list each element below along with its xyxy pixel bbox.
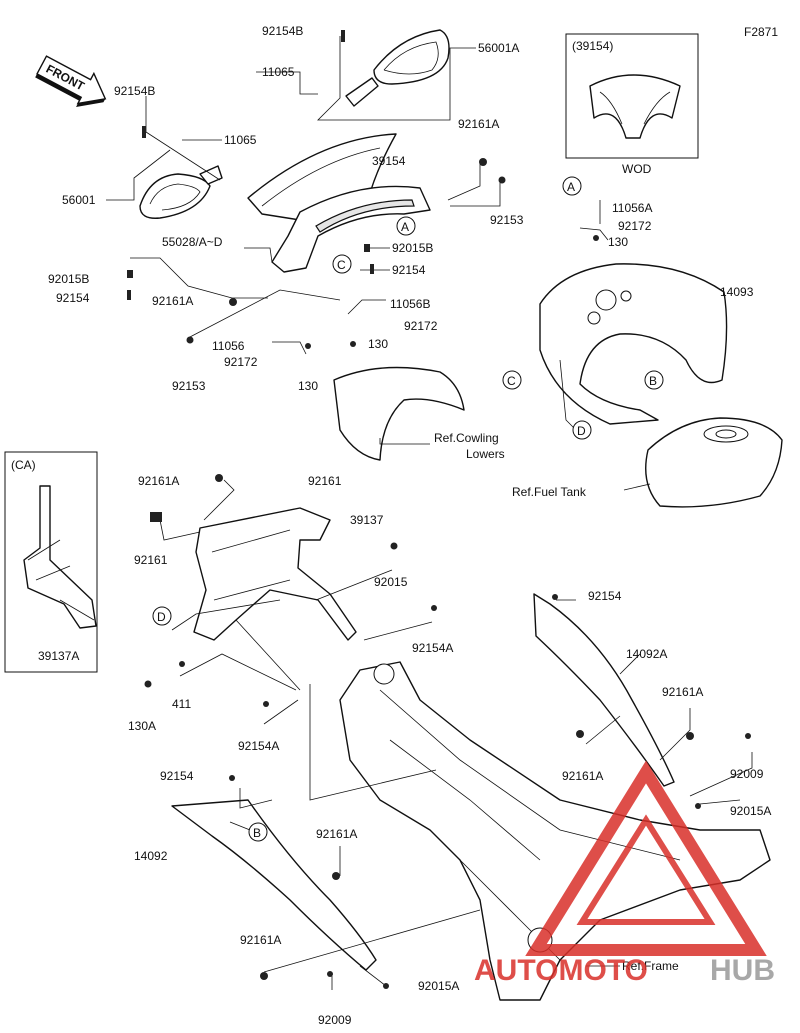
- ref-fuel-tank: Ref.Fuel Tank: [512, 485, 587, 499]
- label-92015B-r: 92015B: [392, 241, 433, 255]
- inset-ca-code: (CA): [11, 458, 36, 472]
- label-56001A: 56001A: [478, 41, 519, 55]
- label-92161A-lp: 92161A: [316, 827, 357, 841]
- label-92172-l: 92172: [224, 355, 258, 369]
- label-92015A-rp: 92015A: [730, 804, 771, 818]
- svg-text:C: C: [507, 374, 516, 388]
- label-92161-l: 92161: [134, 553, 168, 567]
- mirror-left: [139, 165, 223, 219]
- label-92154A-b: 92154A: [238, 739, 279, 753]
- label-92154B-top: 92154B: [262, 24, 303, 38]
- label-92015A-lp: 92015A: [418, 979, 459, 993]
- label-55028: 55028/A~D: [162, 235, 223, 249]
- label-130-c: 130: [368, 337, 388, 351]
- label-14093: 14093: [720, 285, 754, 299]
- svg-text:D: D: [157, 610, 166, 624]
- ref-cowling-1: Ref.Cowling: [434, 431, 499, 445]
- fuel-tank: [645, 417, 783, 508]
- mirror-right: [345, 29, 450, 107]
- wod-windshield: [589, 74, 681, 139]
- callout-c-tank: C: [502, 370, 522, 390]
- watermark-word1: AUTOMOTO: [474, 954, 648, 987]
- label-92154-lp: 92154: [160, 769, 194, 783]
- inset-ca: (CA) 39137A: [4, 451, 98, 673]
- label-130-t: 130: [608, 235, 628, 249]
- label-92154-r: 92154: [392, 263, 426, 277]
- ref-frame: Ref.Frame: [622, 959, 679, 973]
- label-11056A: 11056A: [612, 201, 652, 215]
- svg-text:C: C: [337, 258, 346, 272]
- label-92161A-rp: 92161A: [662, 685, 703, 699]
- figure-id: F2871: [744, 25, 778, 39]
- label-92009-lp: 92009: [318, 1013, 352, 1027]
- svg-text:A: A: [567, 180, 575, 194]
- callout-b-tank: B: [644, 370, 664, 390]
- label-92172-b: 92172: [404, 319, 438, 333]
- label-411: 411: [172, 697, 191, 711]
- label-92153-l: 92153: [172, 379, 206, 393]
- label-92009-rp: 92009: [730, 767, 764, 781]
- inset-wod-code: (39154): [572, 39, 613, 53]
- label-92154-rp: 92154: [588, 589, 622, 603]
- side-panel-left: [171, 799, 377, 971]
- label-130A: 130A: [128, 719, 156, 733]
- label-39154: 39154: [372, 154, 406, 168]
- label-92161A-lpb: 92161A: [240, 933, 281, 947]
- inset-ca-part: 39137A: [38, 649, 79, 663]
- label-11056B: 11056B: [390, 297, 430, 311]
- front-arrow-icon: FRONT: [35, 55, 107, 107]
- label-11065-left: 11065: [224, 133, 257, 147]
- label-92015B-l: 92015B: [48, 272, 89, 286]
- label-130-cb: 130: [298, 379, 318, 393]
- watermark-word2: HUB: [710, 954, 775, 987]
- label-39137: 39137: [350, 513, 384, 527]
- label-92172-t: 92172: [618, 219, 652, 233]
- label-92161A-rpb: 92161A: [562, 769, 603, 783]
- label-14092A: 14092A: [626, 647, 667, 661]
- headlight-stay: [193, 507, 357, 691]
- label-56001: 56001: [62, 193, 96, 207]
- svg-text:B: B: [253, 826, 261, 840]
- label-92154B-left: 92154B: [114, 84, 155, 98]
- inset-wod-caption: WOD: [622, 162, 652, 176]
- label-92154A: 92154A: [412, 641, 453, 655]
- label-92015: 92015: [374, 575, 408, 589]
- inset-wod: (39154) WOD: [565, 33, 699, 176]
- callout-d-stay: D: [152, 606, 172, 626]
- callout-a-upper: A: [396, 216, 416, 236]
- callout-c-upper: C: [332, 254, 352, 274]
- label-11056: 11056: [212, 339, 245, 353]
- label-92161A-stay: 92161A: [138, 474, 179, 488]
- svg-text:D: D: [577, 424, 586, 438]
- label-14092: 14092: [134, 849, 168, 863]
- watermark-logo-icon: [525, 760, 767, 956]
- label-92154-l: 92154: [56, 291, 90, 305]
- ref-cowling-2: Lowers: [466, 447, 505, 461]
- side-panel-right: [533, 593, 675, 787]
- label-11065-top: 11065: [262, 65, 295, 79]
- tank-cover: [539, 263, 728, 425]
- inner-cowl: [333, 366, 465, 461]
- fasteners: [127, 30, 751, 989]
- watermark: AUTOMOTO HUB: [474, 760, 775, 987]
- label-92161A-rt: 92161A: [458, 117, 499, 131]
- label-92161-stay: 92161: [308, 474, 342, 488]
- callout-d-tank: D: [572, 420, 592, 440]
- callout-b-left: B: [248, 822, 268, 842]
- label-92153-rt: 92153: [490, 213, 524, 227]
- part-labels: 92154B 56001A 11065 92154B 11065 39154 5…: [48, 24, 771, 1027]
- svg-text:B: B: [649, 374, 657, 388]
- label-92161A-l: 92161A: [152, 294, 193, 308]
- callout-a-right: A: [562, 176, 582, 196]
- svg-text:A: A: [401, 220, 409, 234]
